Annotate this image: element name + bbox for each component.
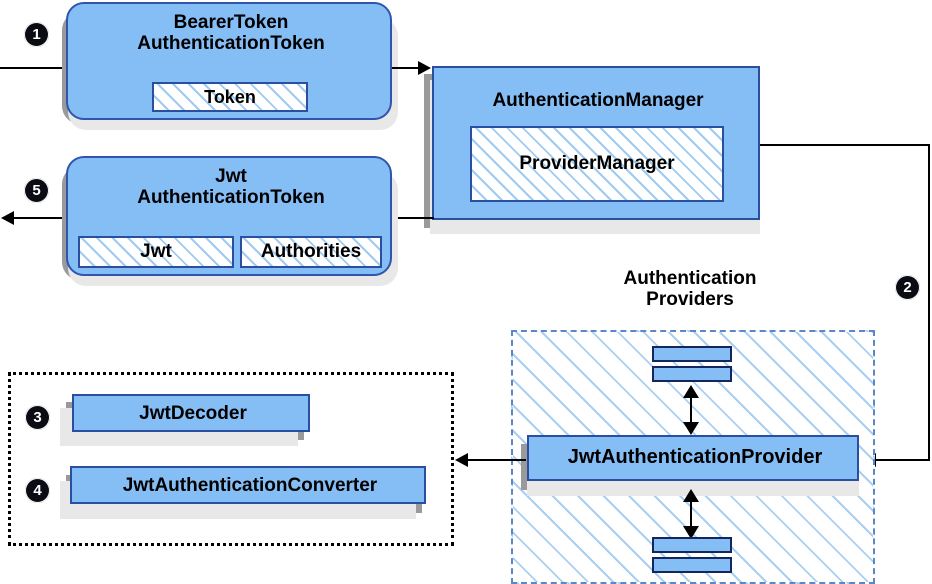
chip-jwt-label: Jwt [140, 241, 172, 262]
step-badge-4: 4 [25, 478, 50, 503]
connector-into-provider [876, 459, 930, 461]
arrowhead-provider-bottom-up [683, 489, 699, 502]
step-badge-5: 5 [24, 178, 49, 203]
node-jwt-authentication-token[interactable]: Jwt AuthenticationToken Jwt Authorities [66, 156, 392, 276]
connector-manager-to-jwt-token [392, 217, 434, 219]
step-badge-2: 2 [895, 275, 920, 300]
bearer-token-title: BearerToken AuthenticationToken [137, 12, 325, 55]
chip-jwt: Jwt [78, 236, 234, 268]
node-bearer-token-authentication-token[interactable]: BearerToken AuthenticationToken Token [66, 2, 392, 120]
node-authentication-manager[interactable]: AuthenticationManager ProviderManager [432, 66, 760, 220]
chip-authorities: Authorities [240, 236, 382, 268]
jwt-token-title: Jwt AuthenticationToken [137, 166, 325, 209]
step-badge-1: 1 [24, 22, 49, 47]
node-jwt-authentication-provider[interactable]: JwtAuthenticationProvider [527, 435, 859, 481]
connector-bearer-to-manager [392, 67, 422, 69]
jwt-provider-label: JwtAuthenticationProvider [567, 446, 823, 468]
provider-placeholder-bar-bottom-2 [652, 557, 732, 573]
node-jwt-decoder[interactable]: JwtDecoder [72, 394, 310, 432]
node-jwt-authentication-converter[interactable]: JwtAuthenticationConverter [70, 466, 426, 504]
arrowhead-provider-to-support [455, 453, 468, 467]
provider-placeholder-bar-top-2 [652, 366, 732, 382]
authentication-providers-title: Authentication Providers [623, 268, 757, 311]
provider-placeholder-bar-bottom-1 [652, 537, 732, 553]
chip-provider-manager-label: ProviderManager [519, 153, 675, 174]
chip-token-label: Token [204, 86, 256, 107]
connector-provider-bottom [690, 496, 692, 532]
connector-provider-top [690, 392, 692, 430]
arrowhead-provider-top-up [683, 385, 699, 398]
provider-placeholder-bar-top-1 [652, 346, 732, 362]
chip-provider-manager: ProviderManager [470, 126, 724, 202]
arrowhead-bearer-to-manager [418, 61, 431, 75]
support-components-container [8, 372, 454, 546]
step-badge-3: 3 [25, 405, 50, 430]
chip-token: Token [152, 82, 308, 112]
connector-response-out [14, 217, 66, 219]
chip-authorities-label: Authorities [260, 241, 362, 262]
arrowhead-response-out [1, 211, 14, 225]
connector-provider-to-support [468, 459, 526, 461]
connector-request-in [0, 67, 64, 69]
connector-manager-right [760, 144, 930, 146]
jwt-decoder-label: JwtDecoder [139, 403, 247, 424]
arrowhead-provider-top-down [683, 422, 699, 435]
jwt-converter-label: JwtAuthenticationConverter [122, 475, 378, 496]
connector-right-down [928, 144, 930, 461]
arrowhead-provider-bottom-down [683, 526, 699, 539]
authentication-manager-title: AuthenticationManager [492, 90, 704, 111]
